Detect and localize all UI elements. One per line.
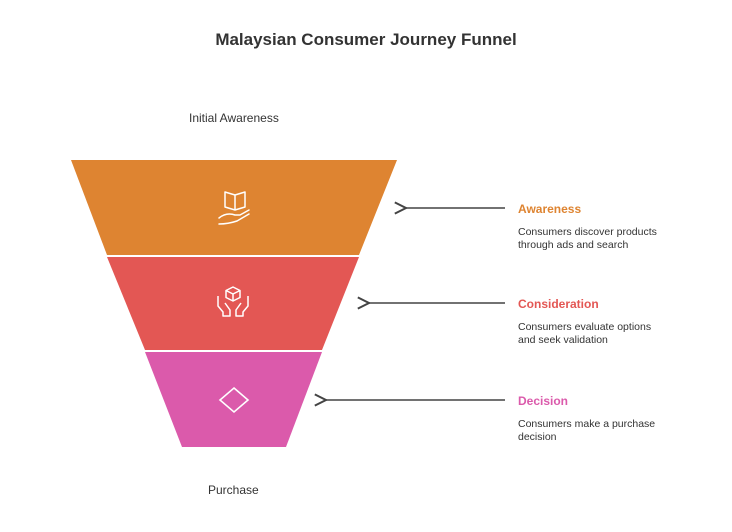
funnel-segment-consideration (107, 257, 359, 350)
book-in-hand-icon (218, 191, 250, 225)
top-label: Initial Awareness (189, 111, 279, 125)
description-line: and seek validation (518, 333, 608, 346)
stage-title-decision: Decision (518, 394, 569, 408)
stage-title-awareness: Awareness (518, 202, 582, 216)
diamond-icon (218, 386, 250, 414)
stage-description-awareness: Consumers discover products through ads … (518, 226, 688, 251)
description-line: Consumers discover products (518, 226, 657, 238)
description-line: decision (518, 430, 557, 443)
description-line: Consumers evaluate options (518, 321, 652, 333)
description-line: Consumers make a purchase (518, 418, 656, 430)
bottom-label: Purchase (208, 483, 259, 497)
funnel-segment-decision (145, 352, 322, 447)
stage-description-decision: Consumers make a purchase decision (518, 418, 688, 443)
funnel-segment-awareness (71, 160, 397, 255)
description-line: through ads and search (518, 238, 629, 251)
hands-holding-box-icon (217, 286, 249, 317)
stage-title-consideration: Consideration (518, 297, 599, 311)
diagram-title: Malaysian Consumer Journey Funnel (215, 30, 517, 49)
stage-description-consideration: Consumers evaluate options and seek vali… (518, 321, 688, 346)
